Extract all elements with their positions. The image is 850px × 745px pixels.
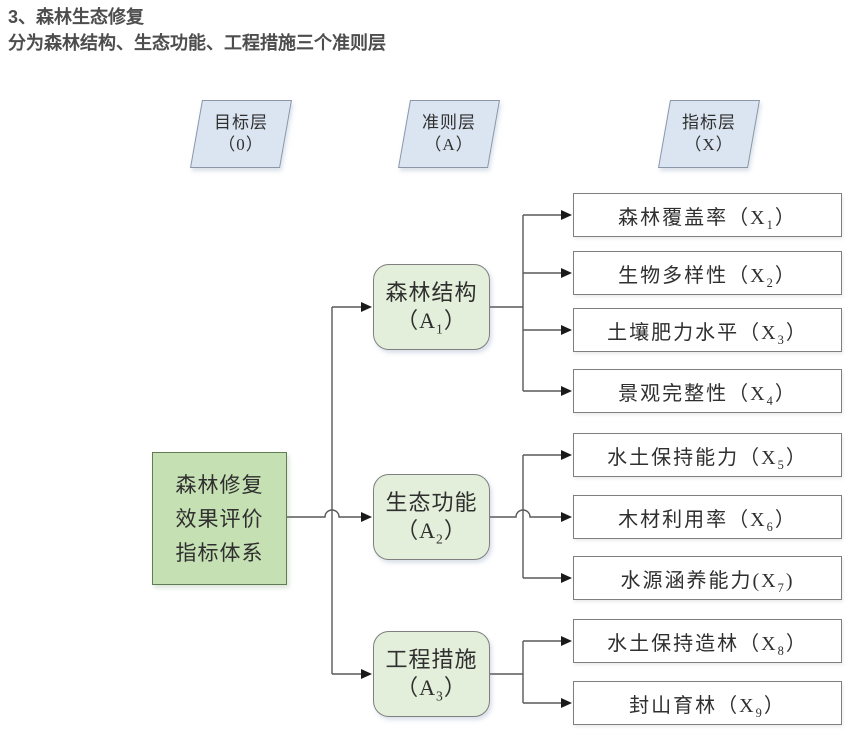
criteria-node-a3: 工程措施 （A3） <box>373 631 490 717</box>
arrowhead-x1 <box>561 210 572 220</box>
indicator-node-x7: 水源涵养能力(X7) <box>573 556 842 600</box>
indicator-node-x5: 水土保持能力（X5） <box>573 433 842 477</box>
indicator-node-x6: 木材利用率（X6） <box>573 495 842 539</box>
arrowhead-x3 <box>561 325 572 335</box>
layer-label-criteria-text: 准则层 （A） <box>422 112 476 156</box>
indicator-x4-label: 景观完整性（X4） <box>618 377 797 408</box>
indicator-x9-label: 封山育林（X9） <box>629 689 786 720</box>
arrowhead-a2 <box>361 512 372 522</box>
indicator-x3-close: ） <box>785 321 808 344</box>
criteria-a2-code-sub: 2 <box>436 531 444 547</box>
layer-indicator-line1: 指标层 <box>682 113 736 132</box>
edge-a2-to-x6 <box>490 509 561 518</box>
arrowhead-x7 <box>561 573 572 583</box>
criteria-a2-code-suffix: ） <box>443 518 467 543</box>
criteria-a1-code-sub: 1 <box>436 321 444 337</box>
criteria-a3-code-prefix: （A <box>396 675 437 700</box>
indicator-x8-sub: 8 <box>777 643 786 658</box>
indicator-x2-close: ） <box>774 264 797 287</box>
layer-label-goal: 目标层 （0） <box>190 100 292 168</box>
criteria-a3-code-sub: 3 <box>436 688 444 704</box>
criteria-a2-code: （A2） <box>396 517 467 547</box>
indicator-node-x2: 生物多样性（X2） <box>573 251 842 295</box>
criteria-a2-code-prefix: （A <box>396 518 437 543</box>
criteria-a3-code-suffix: ） <box>443 675 467 700</box>
indicator-x5-close: ） <box>785 446 808 469</box>
criteria-node-a1: 森林结构 （A1） <box>373 264 490 350</box>
heading-block: 3、森林生态修复 分为森林结构、生态功能、工程措施三个准则层 <box>8 4 386 56</box>
arrowhead-x5 <box>561 450 572 460</box>
indicator-x9-close: ） <box>763 694 786 717</box>
layer-label-goal-text: 目标层 （0） <box>214 112 268 156</box>
goal-node-text: 森林修复效果评价指标体系 <box>175 472 264 565</box>
indicator-x7-text: 水源涵养能力(X <box>620 569 778 592</box>
criteria-node-a2: 生态功能 （A2） <box>373 474 490 560</box>
indicator-x4-close: ） <box>774 382 797 405</box>
criteria-a1-code-suffix: ） <box>443 308 467 333</box>
layer-label-indicator-text: 指标层 （X） <box>682 112 736 156</box>
layer-label-indicator: 指标层 （X） <box>658 100 760 168</box>
page-subtitle: 分为森林结构、生态功能、工程措施三个准则层 <box>8 33 386 53</box>
indicator-x3-sub: 3 <box>777 332 786 347</box>
indicator-node-x8: 水土保持造林（X8） <box>573 619 842 663</box>
arrowhead-x2 <box>561 268 572 278</box>
layer-goal-line2: （0） <box>218 135 264 154</box>
edge-group <box>287 214 561 704</box>
indicator-node-x4: 景观完整性（X4） <box>573 369 842 413</box>
indicator-x7-sub: 7 <box>777 580 786 595</box>
criteria-a3-name: 工程措施 <box>385 647 478 672</box>
indicator-node-x9: 封山育林（X9） <box>573 681 842 725</box>
indicator-x6-text: 木材利用率（X <box>618 508 767 531</box>
indicator-x8-label: 水土保持造林（X8） <box>607 627 808 658</box>
arrowhead-x8 <box>561 636 572 646</box>
indicator-x3-label: 土壤肥力水平（X3） <box>607 316 808 347</box>
indicator-x5-text: 水土保持能力（X <box>607 446 778 469</box>
indicator-x8-text: 水土保持造林（X <box>607 632 778 655</box>
arrowhead-group <box>361 210 572 708</box>
indicator-x9-text: 封山育林（X <box>629 694 756 717</box>
indicator-node-x1: 森林覆盖率（X1） <box>573 193 842 237</box>
layer-goal-line1: 目标层 <box>214 113 268 132</box>
indicator-x5-label: 水土保持能力（X5） <box>607 441 808 472</box>
arrowhead-a1 <box>361 302 372 312</box>
indicator-x7-label: 水源涵养能力(X7) <box>620 564 795 595</box>
layer-label-criteria: 准则层 （A） <box>398 100 500 168</box>
arrowhead-x4 <box>561 386 572 396</box>
indicator-x7-close: ) <box>785 569 795 592</box>
layer-criteria-line1: 准则层 <box>422 113 476 132</box>
indicator-x9-sub: 9 <box>755 705 764 720</box>
indicator-x4-text: 景观完整性（X <box>618 382 767 405</box>
criteria-a3-code: （A3） <box>396 674 467 704</box>
indicator-x2-sub: 2 <box>766 275 775 290</box>
edge-goal-to-a2 <box>287 509 361 518</box>
page-title: 3、森林生态修复 <box>8 7 145 27</box>
criteria-a1-code: （A1） <box>396 307 467 337</box>
indicator-node-x3: 土壤肥力水平（X3） <box>573 308 842 352</box>
indicator-x1-sub: 1 <box>766 217 775 232</box>
arrowhead-x9 <box>561 698 572 708</box>
indicator-x1-label: 森林覆盖率（X1） <box>618 201 797 232</box>
indicator-x4-sub: 4 <box>766 393 775 408</box>
arrowhead-x6 <box>561 512 572 522</box>
indicator-x6-label: 木材利用率（X6） <box>618 503 797 534</box>
criteria-a2-name: 生态功能 <box>385 490 478 515</box>
indicator-x2-label: 生物多样性（X2） <box>618 259 797 290</box>
criteria-a1-name: 森林结构 <box>385 280 478 305</box>
criteria-a1-code-prefix: （A <box>396 308 437 333</box>
indicator-x5-sub: 5 <box>777 457 786 472</box>
layer-indicator-line2: （X） <box>684 135 734 154</box>
indicator-x3-text: 土壤肥力水平（X <box>607 321 778 344</box>
indicator-x1-close: ） <box>774 206 797 229</box>
indicator-x1-text: 森林覆盖率（X <box>618 206 767 229</box>
arrowhead-a3 <box>361 669 372 679</box>
layer-criteria-line2: （A） <box>424 135 474 154</box>
indicator-x6-close: ） <box>774 508 797 531</box>
goal-node: 森林修复效果评价指标体系 <box>152 452 287 585</box>
indicator-x2-text: 生物多样性（X <box>618 264 767 287</box>
indicator-x8-close: ） <box>785 632 808 655</box>
indicator-x6-sub: 6 <box>766 519 775 534</box>
